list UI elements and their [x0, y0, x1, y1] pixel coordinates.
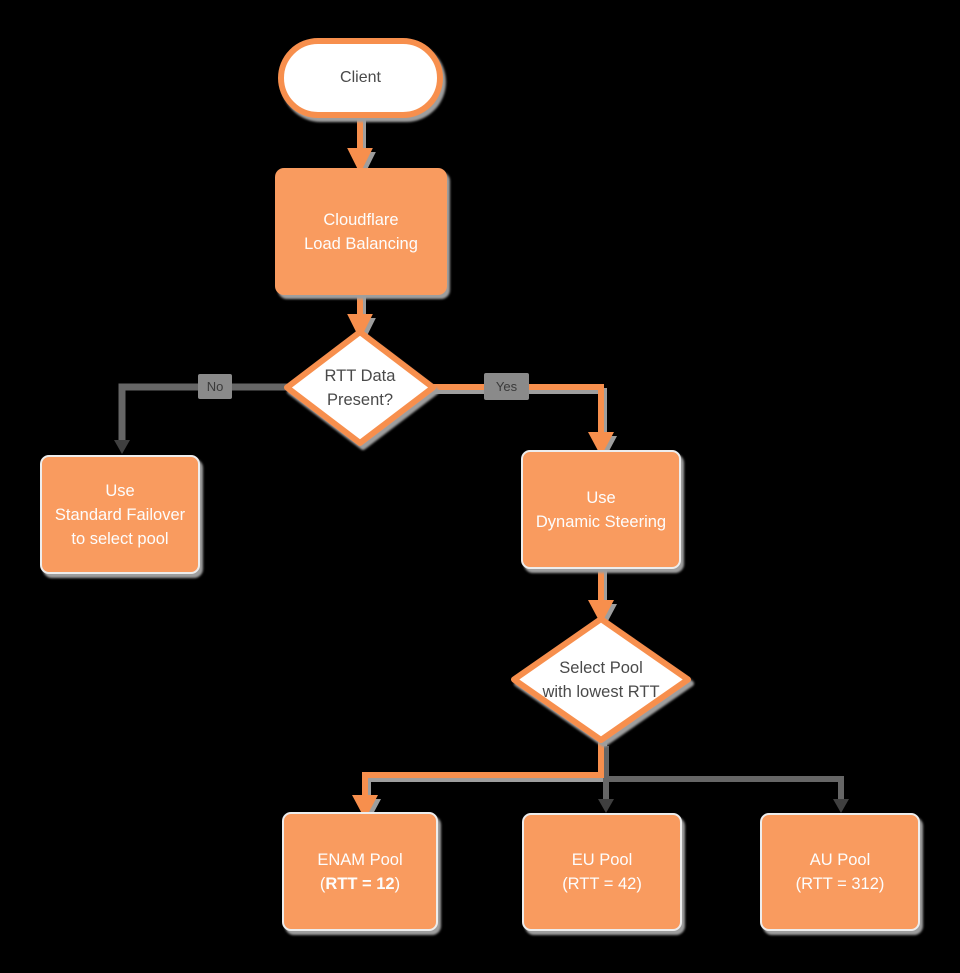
node-client-label: Client	[340, 69, 381, 86]
node-standard-failover-line3: to select pool	[71, 529, 169, 548]
node-au-pool: AU Pool (RTT = 312)	[760, 813, 920, 931]
gray-connectors	[114, 383, 849, 813]
arrowhead-no-branch	[114, 440, 130, 454]
node-load-balancing: Cloudflare Load Balancing	[275, 168, 447, 295]
node-au-pool-line1: AU Pool	[809, 851, 871, 869]
edge-label-yes: Yes	[484, 373, 529, 400]
arrowhead-eu-branch	[598, 799, 614, 813]
arrowhead-lb-rtt	[347, 314, 373, 340]
arrowhead-yes-branch	[588, 432, 614, 457]
connector-au-branch	[606, 776, 844, 799]
node-standard-failover-line1: Use	[105, 481, 135, 500]
node-standard-failover-line2: Standard Failover	[54, 505, 186, 524]
connector-enam-branch	[362, 738, 604, 798]
arrowhead-ds-select	[588, 600, 614, 625]
arrowhead-client-lb	[347, 148, 373, 174]
arrowhead-au-branch	[833, 799, 849, 813]
node-dynamic-steering-line1: Use	[586, 488, 616, 507]
node-load-balancing-line2: Load Balancing	[304, 234, 418, 253]
enam-rtt-bold: RTT = 12	[325, 874, 395, 893]
arrowhead-enam-branch	[352, 795, 378, 820]
node-au-pool-line2: (RTT = 312)	[795, 875, 885, 893]
node-eu-pool: EU Pool (RTT = 42)	[522, 813, 682, 931]
orange-connectors	[347, 115, 614, 820]
node-eu-pool-line2: (RTT = 42)	[562, 875, 642, 893]
node-standard-failover: Use Standard Failover to select pool	[40, 455, 200, 574]
decision-select-pool-text: Select Pool with lowest RTT	[542, 659, 660, 701]
decision-rtt-present-text: RTT Data Present?	[324, 367, 396, 409]
decision-rtt-present-shape	[284, 329, 436, 446]
node-load-balancing-line1: Cloudflare	[323, 210, 399, 229]
decision-select-pool-shape	[511, 616, 691, 743]
node-enam-pool: ENAM Pool (RTT = 12)	[282, 812, 438, 931]
node-eu-pool-line1: EU Pool	[571, 851, 633, 869]
node-enam-pool-line2: (RTT = 12)	[319, 874, 401, 893]
node-enam-pool-line1: ENAM Pool	[317, 850, 403, 869]
connector-no-branch	[118, 383, 288, 440]
node-client: Client	[278, 38, 443, 118]
node-dynamic-steering-line2: Dynamic Steering	[535, 512, 667, 531]
edge-label-no: No	[198, 374, 232, 399]
node-dynamic-steering: Use Dynamic Steering	[521, 450, 681, 569]
